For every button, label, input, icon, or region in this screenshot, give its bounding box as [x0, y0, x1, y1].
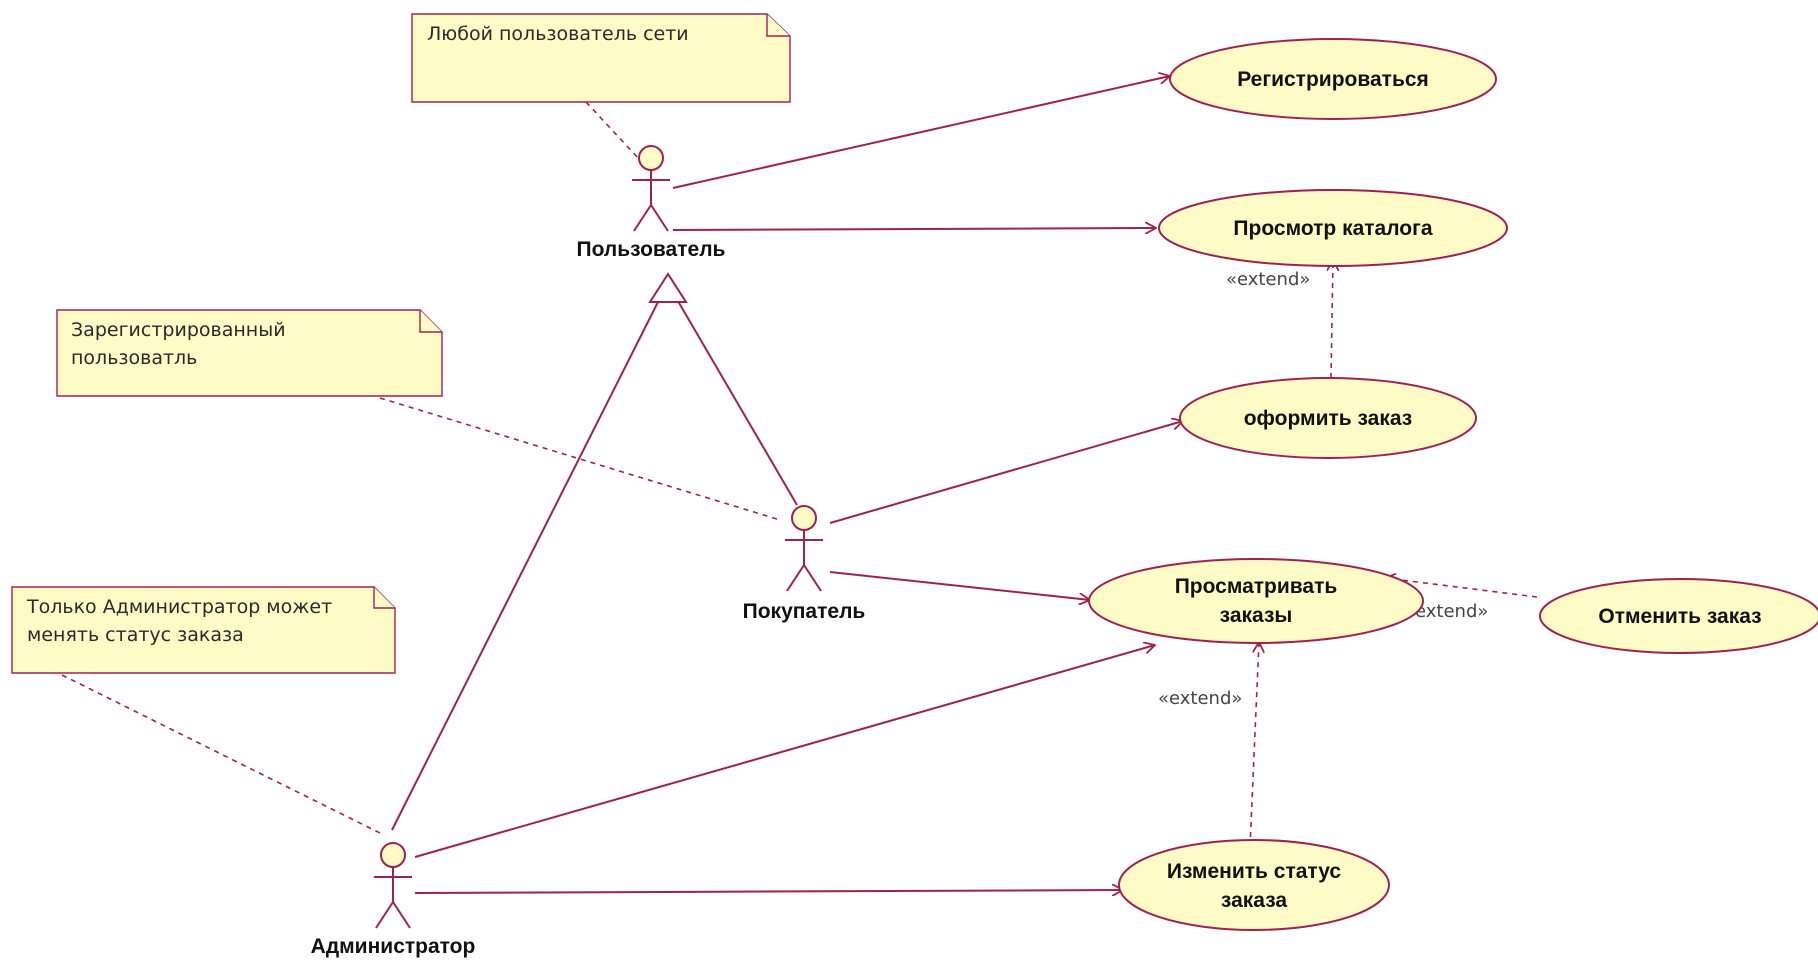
use-case-change-status[interactable]: Изменить статус заказа [1118, 839, 1390, 931]
use-case-view-orders-label-2: заказы [1220, 604, 1293, 627]
actor-user[interactable]: Пользователь [577, 145, 726, 261]
actor-user-label: Пользователь [577, 238, 726, 261]
assoc-buyer-order [829, 421, 1183, 524]
generalization-buyer-user [674, 295, 798, 506]
extend-order-catalog [1331, 260, 1333, 379]
stereotype-extend-status: «extend» [1158, 688, 1242, 709]
use-case-browse-catalog-label: Просмотр каталога [1233, 217, 1432, 240]
note-registered-line-2: пользоватль [71, 347, 197, 369]
assoc-admin-change-status [414, 890, 1123, 893]
assoc-user-catalog [672, 228, 1156, 230]
use-case-change-status-label-1: Изменить статус [1167, 860, 1341, 883]
note-admin-only-line-2: менять статус заказа [27, 624, 244, 646]
generalization-admin-user [391, 295, 662, 831]
note-registered: Зарегистрированный пользоватль [56, 309, 443, 397]
note-admin-only-line-1: Только Администратор может [26, 596, 332, 618]
actor-admin-icon [374, 842, 412, 929]
use-case-register-label: Регистрироваться [1237, 68, 1429, 91]
actor-buyer-label: Покупатель [743, 600, 866, 623]
use-case-cancel-order[interactable]: Отменить заказ [1539, 578, 1818, 654]
use-case-place-order-label: оформить заказ [1244, 407, 1413, 430]
note-anchor-user [585, 101, 641, 161]
note-registered-line-1: Зарегистрированный [71, 319, 286, 341]
note-any-user-line: Любой пользователь сети [427, 23, 689, 45]
actor-admin-label: Администратор [311, 935, 476, 958]
note-anchor-admin [61, 674, 385, 836]
stereotype-extend-catalog: «extend» [1226, 269, 1310, 290]
use-case-browse-catalog[interactable]: Просмотр каталога [1158, 189, 1508, 267]
note-any-user: Любой пользователь сети [411, 13, 791, 103]
actor-buyer[interactable]: Покупатель [743, 505, 866, 623]
actor-user-icon [632, 145, 670, 232]
note-admin-only: Только Администратор может менять статус… [11, 586, 396, 674]
use-case-view-orders-label-1: Просматривать [1175, 575, 1338, 598]
assoc-admin-view-orders [414, 645, 1155, 858]
assoc-user-register [672, 76, 1170, 189]
actor-buyer-icon [785, 505, 823, 592]
actor-admin[interactable]: Администратор [311, 842, 476, 958]
use-case-change-status-label-2: заказа [1221, 889, 1287, 912]
assoc-buyer-view-orders [829, 571, 1090, 600]
use-case-view-orders[interactable]: Просматривать заказы [1088, 558, 1424, 644]
extend-status-view [1249, 642, 1259, 848]
use-case-cancel-order-label: Отменить заказ [1598, 605, 1761, 628]
stereotype-extend-cancel: «extend» [1404, 601, 1488, 622]
use-case-place-order[interactable]: оформить заказ [1179, 377, 1477, 459]
generalization-triangle [648, 272, 688, 303]
use-case-register[interactable]: Регистрироваться [1169, 38, 1497, 120]
